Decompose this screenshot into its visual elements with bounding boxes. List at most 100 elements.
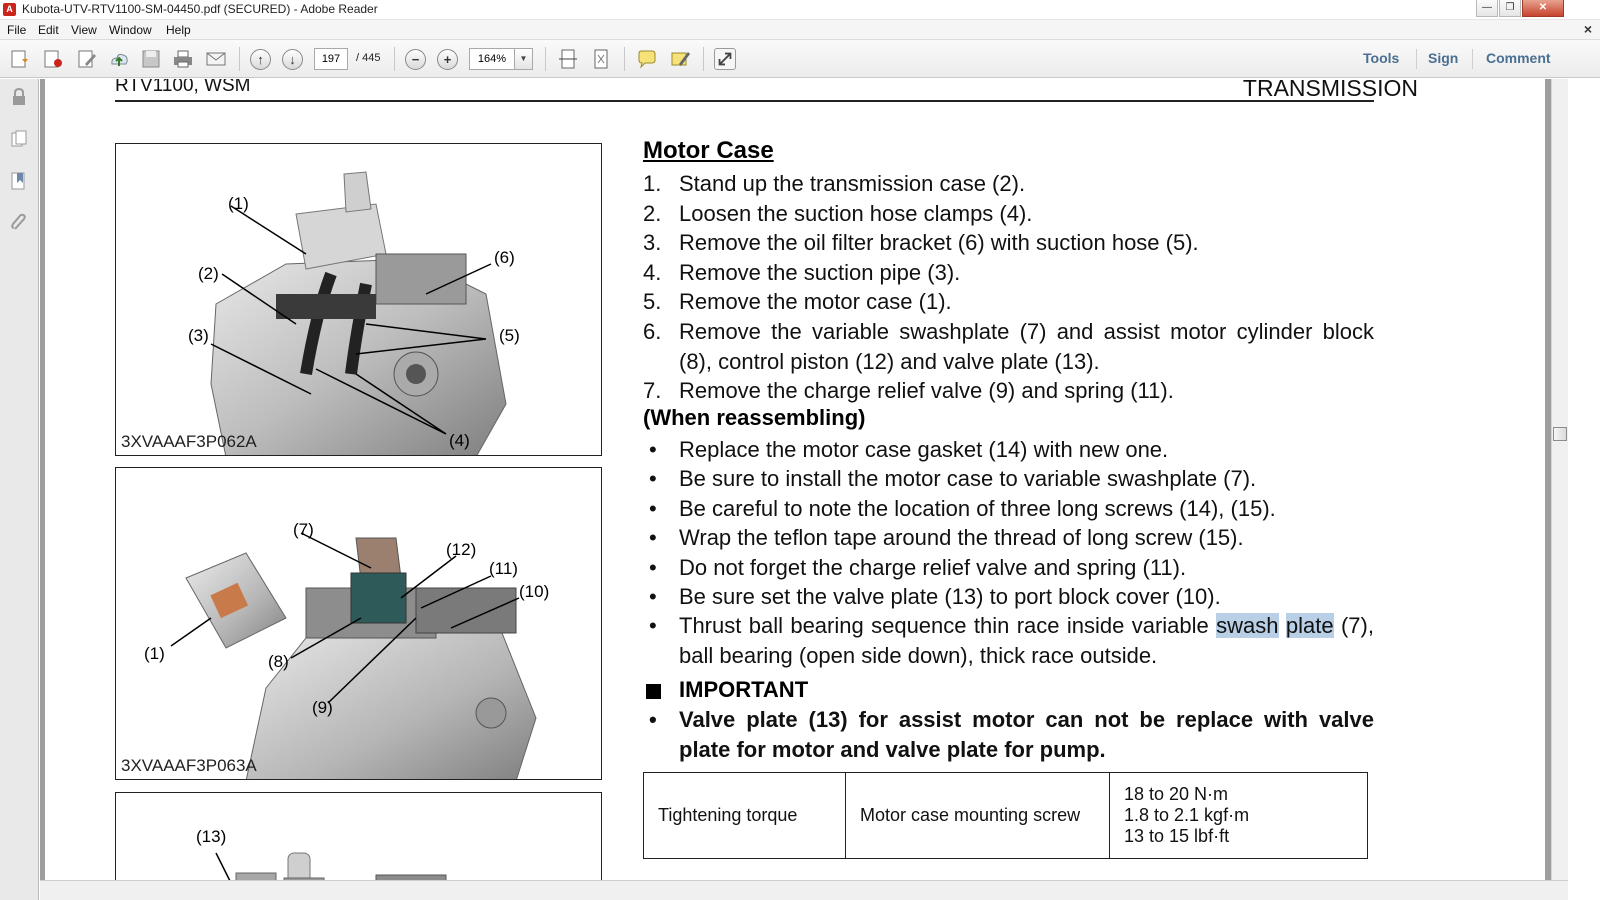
- bookmarks-icon[interactable]: [9, 171, 29, 191]
- zoom-level-input[interactable]: 164%: [469, 48, 515, 70]
- step-item: 4. Remove the suction pipe (3).: [643, 258, 1374, 288]
- step-text: Remove the motor case (1).: [679, 289, 952, 314]
- previous-page-icon[interactable]: ↑: [250, 49, 271, 70]
- text-selection-highlight[interactable]: plate: [1285, 613, 1334, 638]
- print-icon[interactable]: [172, 48, 194, 70]
- comment-pane-link[interactable]: Comment: [1486, 50, 1551, 66]
- page-number-input[interactable]: 197: [314, 48, 348, 70]
- step-number: 3.: [643, 230, 662, 255]
- callout-9: (9): [312, 698, 333, 717]
- toolbar-separator: [545, 47, 546, 71]
- document-view[interactable]: RTV1100, WSM TRANSMISSION: [40, 79, 1551, 880]
- step-text: Loosen the suction hose clamps (4).: [679, 201, 1033, 226]
- toolbar-separator: [394, 47, 395, 71]
- figure-code: 3XVAAAF3P062A: [121, 432, 257, 451]
- sign-pane-link[interactable]: Sign: [1428, 50, 1459, 66]
- edit-pdf-icon[interactable]: [76, 48, 98, 70]
- step-number: 4.: [643, 260, 662, 285]
- attachments-icon[interactable]: [9, 213, 29, 233]
- email-icon[interactable]: [205, 48, 227, 70]
- status-strip: [40, 880, 1568, 900]
- torque-label-cell: Tightening torque: [643, 772, 846, 859]
- menu-help[interactable]: Help: [166, 23, 191, 37]
- callout-2: (2): [198, 264, 219, 283]
- bullet-item: • Be careful to note the location of thr…: [643, 494, 1374, 524]
- save-icon[interactable]: [140, 48, 162, 70]
- torque-table: Tightening torque Motor case mounting sc…: [643, 772, 1368, 859]
- window-title: Kubota-UTV-RTV1100-SM-04450.pdf (SECURED…: [22, 2, 378, 16]
- fit-width-icon[interactable]: [557, 48, 579, 70]
- important-square-icon: [646, 684, 661, 699]
- toolbar: ↑ ↓ 197 / 445 − + 164% ▼ Tools Sign Comm…: [0, 40, 1600, 78]
- upload-icon[interactable]: [108, 48, 130, 70]
- next-page-icon[interactable]: ↓: [282, 49, 303, 70]
- security-lock-icon[interactable]: [9, 87, 29, 107]
- menu-file[interactable]: File: [7, 23, 27, 37]
- menu-view[interactable]: View: [71, 23, 97, 37]
- create-pdf-icon[interactable]: [9, 48, 31, 70]
- figure-motor-parts: (7) (12) (11) (10) (1) (8) (9) 3XVAAAF3P…: [115, 467, 602, 780]
- page-thumbnails-icon[interactable]: [9, 129, 29, 149]
- bullet-text: Replace the motor case gasket (14) with …: [679, 437, 1169, 462]
- restore-button[interactable]: ❐: [1499, 0, 1521, 17]
- torque-item-cell: Motor case mounting screw: [845, 772, 1110, 859]
- toolbar-separator: [1416, 49, 1417, 69]
- figure-valve-plate: (13): [115, 792, 602, 880]
- bullet-dot: •: [649, 466, 657, 491]
- figure-transmission-case: (1) (2) (3) (6) (5) (4) 3XVAAAF3P062A: [115, 143, 602, 456]
- pdf-page: RTV1100, WSM TRANSMISSION: [45, 79, 1545, 880]
- text-selection-highlight[interactable]: swash: [1216, 613, 1279, 638]
- minimize-button[interactable]: —: [1476, 0, 1498, 17]
- reassembling-heading: (When reassembling): [643, 405, 866, 430]
- step-number: 2.: [643, 201, 662, 226]
- callout-11: (11): [489, 559, 518, 578]
- valve-plate-photo: [116, 793, 601, 880]
- highlight-text-icon[interactable]: [669, 48, 691, 70]
- figure-code: 3XVAAAF3P063A: [121, 756, 257, 775]
- zoom-out-icon[interactable]: −: [405, 49, 426, 70]
- bullet-item: • Replace the motor case gasket (14) wit…: [643, 435, 1374, 465]
- toolbar-separator: [624, 47, 625, 71]
- zoom-dropdown-icon[interactable]: ▼: [515, 48, 533, 70]
- window-close-button[interactable]: ✕: [1522, 0, 1564, 17]
- step-item: 5. Remove the motor case (1).: [643, 287, 1374, 317]
- page-total: / 445: [356, 52, 381, 64]
- important-label: IMPORTANT: [679, 677, 809, 702]
- bullet-dot: •: [649, 437, 657, 462]
- header-rule: [115, 100, 1374, 102]
- full-screen-icon[interactable]: [714, 48, 736, 70]
- zoom-in-icon[interactable]: +: [437, 49, 458, 70]
- adobe-reader-icon: A: [3, 3, 16, 16]
- callout-6: (6): [494, 248, 515, 267]
- bullet-text-end: (7), ball bearing (open side down), thic…: [679, 613, 1374, 668]
- navigation-pane: [0, 79, 39, 900]
- fit-page-icon[interactable]: [590, 48, 612, 70]
- tools-pane-link[interactable]: Tools: [1363, 50, 1400, 66]
- sticky-note-icon[interactable]: [636, 48, 658, 70]
- bullet-dot: •: [649, 707, 657, 732]
- running-header-model: RTV1100, WSM: [115, 79, 251, 96]
- bullet-text: Do not forget the charge relief valve an…: [679, 555, 1187, 580]
- convert-pdf-icon[interactable]: [42, 48, 64, 70]
- callout-5: (5): [499, 326, 520, 345]
- callout-3: (3): [188, 326, 209, 345]
- important-text: Valve plate (13) for assist motor can no…: [679, 707, 1374, 762]
- vertical-scrollbar[interactable]: [1551, 79, 1568, 880]
- step-text: Remove the variable swashplate (7) and a…: [679, 319, 1374, 374]
- step-text: Remove the oil filter bracket (6) with s…: [679, 230, 1199, 255]
- torque-value-kgfm: 1.8 to 2.1 kgf·m: [1124, 805, 1250, 825]
- menu-edit[interactable]: Edit: [38, 23, 59, 37]
- callout-1: (1): [228, 194, 249, 213]
- motor-parts-photo: [116, 468, 601, 779]
- section-title: Motor Case: [643, 137, 774, 164]
- bullet-text: Be careful to note the location of three…: [679, 496, 1276, 521]
- menu-window[interactable]: Window: [109, 23, 152, 37]
- step-number: 7.: [643, 378, 662, 403]
- menu-bar: File Edit View Window Help ×: [0, 20, 1600, 40]
- callout-10: (10): [519, 582, 550, 601]
- scrollbar-thumb[interactable]: [1553, 427, 1567, 441]
- bullet-text: Thrust ball bearing sequence thin race i…: [679, 611, 1374, 670]
- step-item: 7. Remove the charge relief valve (9) an…: [643, 376, 1374, 406]
- right-margin: [1568, 79, 1600, 900]
- close-document-icon[interactable]: ×: [1583, 21, 1592, 37]
